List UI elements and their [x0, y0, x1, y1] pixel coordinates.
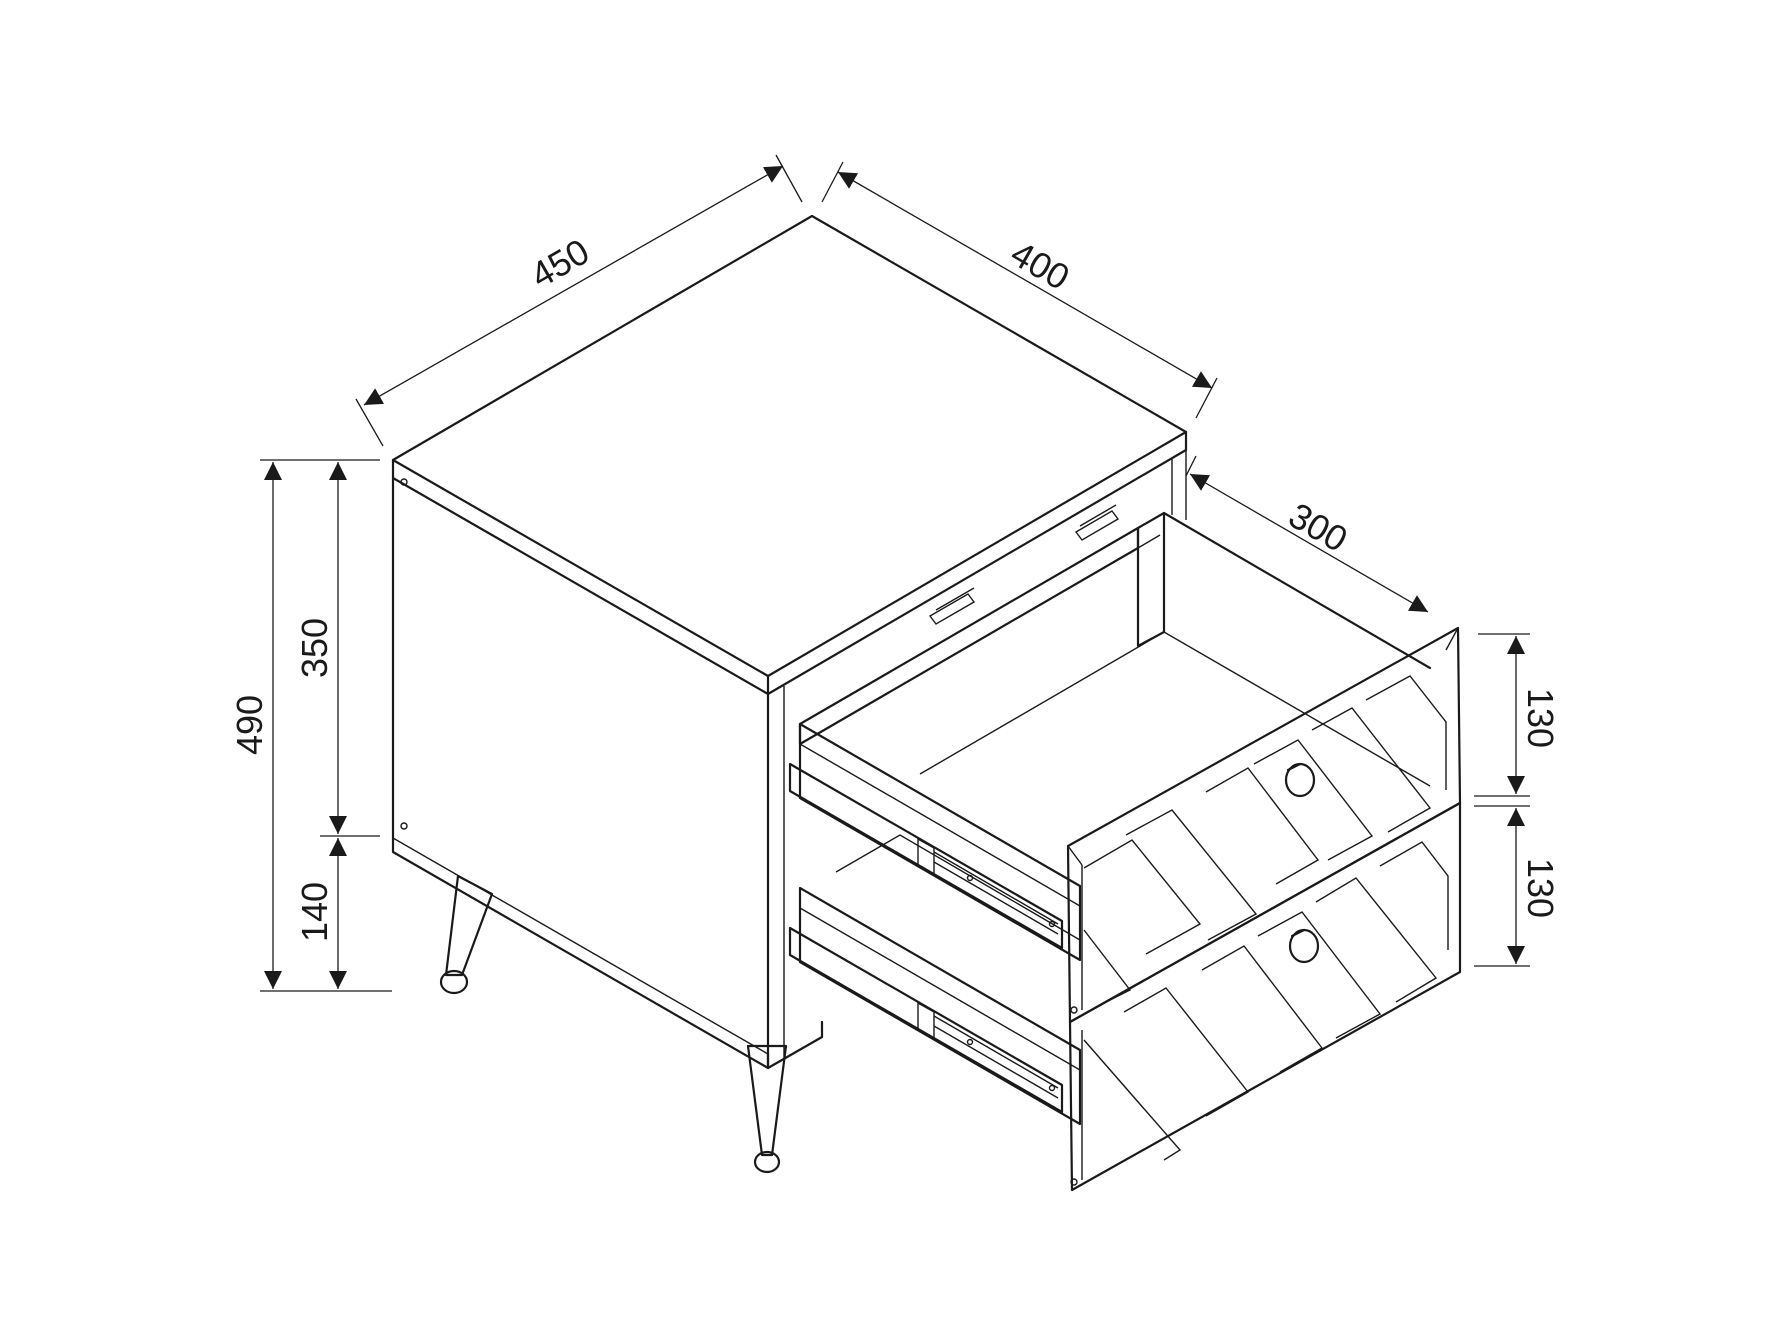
slat [1083, 839, 1202, 955]
back-slide-line [935, 587, 975, 611]
lower-drawer [788, 801, 1462, 1192]
leg-foot [439, 969, 469, 995]
knob-stem [1286, 762, 1302, 772]
label-depth: 400 [1004, 232, 1077, 298]
back-slide-line [1079, 504, 1117, 527]
screw-head [1070, 1178, 1078, 1186]
cabinet-top-right-edge [766, 430, 1188, 696]
side-panel-bottom-line [392, 837, 769, 1055]
dimension-depth-line [837, 171, 1213, 389]
bottom-rail [766, 1020, 824, 1070]
slat [1253, 739, 1374, 861]
label-total-height: 490 [229, 695, 270, 755]
upper-drawer-left-wall [798, 526, 1140, 746]
label-body-height: 350 [294, 618, 335, 678]
extension-line [821, 161, 844, 203]
side-panel-top-line [392, 477, 769, 695]
lower-drawer-side-line [799, 907, 1081, 1071]
runner-screw [1048, 1084, 1056, 1092]
slat [1123, 987, 1250, 1117]
upper-drawer-side-line [799, 743, 1081, 907]
slat [1125, 809, 1258, 941]
upper-runner-slider [917, 837, 935, 876]
slat [1257, 911, 1382, 1039]
upper-drawer-side [798, 722, 1082, 962]
extension-line [775, 154, 803, 203]
lower-drawer-front-panel [1068, 801, 1462, 1192]
lower-runner-slider [917, 1001, 935, 1040]
screw-head [400, 822, 408, 830]
label-upper-drawer-front: 130 [1520, 688, 1561, 748]
cabinet-top-front-edge [391, 458, 770, 696]
dimension-lines [260, 154, 1530, 992]
upper-front-bevel [1445, 627, 1459, 651]
cabinet-top-surface [391, 214, 1188, 678]
extension-line [355, 398, 384, 447]
upper-drawer-inner-lip [1137, 534, 1161, 549]
upper-drawer [788, 504, 1462, 1024]
label-width: 450 [523, 230, 596, 296]
extension-line [1195, 377, 1218, 419]
slat [1205, 767, 1320, 885]
upper-drawer-back-wall [1136, 511, 1166, 648]
slat [1083, 929, 1132, 1007]
slat [1201, 945, 1324, 1073]
runner-ball-track [933, 1015, 1059, 1089]
knob-stem [1290, 928, 1306, 938]
back-slide [1074, 510, 1120, 541]
runner-ball-track [933, 861, 1059, 935]
dimension-extension-line [1189, 473, 1429, 613]
screw-head [400, 478, 408, 486]
runner-ball-track [933, 851, 1059, 925]
slat [1083, 1039, 1182, 1161]
dimension-width-line [363, 165, 784, 406]
label-leg-height: 140 [294, 882, 335, 942]
dimension-labels: 450 400 300 490 350 140 130 130 [229, 230, 1561, 942]
back-slide [928, 593, 976, 625]
leg-front [746, 1044, 788, 1157]
runner-screw [966, 1038, 974, 1046]
runner-ball-track [933, 1025, 1059, 1099]
cabinet-body [391, 214, 1188, 1070]
label-drawer-extension: 300 [1282, 494, 1355, 560]
slat [1379, 841, 1449, 950]
runner-screw [1048, 920, 1056, 928]
lower-drawer-runner [788, 926, 1064, 1114]
leg-foot [753, 1150, 781, 1174]
lower-front-pattern [1083, 841, 1449, 1161]
upper-drawer-floor-right [1163, 631, 1431, 787]
screw-head [1070, 1006, 1078, 1014]
slat [1315, 877, 1438, 1003]
upper-drawer-runner [788, 762, 1064, 950]
slat [1311, 707, 1432, 833]
lower-drawer-inner [835, 834, 1081, 941]
lower-drawer-side [798, 886, 1082, 1126]
legs [439, 874, 788, 1174]
upper-front-bevel [1067, 845, 1083, 866]
label-lower-drawer-front: 130 [1520, 858, 1561, 918]
extension-line [1185, 455, 1197, 477]
leg-back-left [444, 874, 494, 977]
slat [1365, 675, 1447, 790]
upper-drawer-floor-back [919, 631, 1165, 775]
